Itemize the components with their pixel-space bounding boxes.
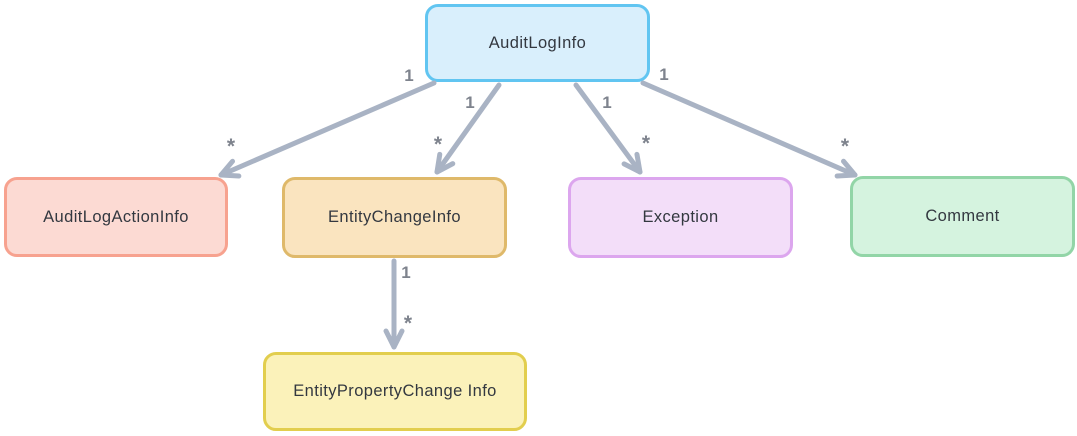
- edge-target-multiplicity: *: [642, 132, 651, 155]
- node-label: AuditLogActionInfo: [43, 207, 189, 226]
- edge-source-multiplicity: 1: [602, 93, 611, 112]
- edge-auditloginfo-comment: [640, 80, 858, 179]
- node-label: EntityPropertyChange Info: [293, 382, 497, 400]
- edge-source-multiplicity: 1: [404, 66, 413, 85]
- node-label: Comment: [925, 207, 1000, 225]
- node-entity-property-change-info: EntityPropertyChange Info: [263, 352, 527, 431]
- edge-source-multiplicity: 1: [659, 65, 668, 84]
- edge-source-multiplicity: 1: [465, 93, 474, 112]
- edge-source-multiplicity: 1: [401, 263, 410, 282]
- edge-auditloginfo-entitychangeinfo: [434, 82, 502, 175]
- edge-target-multiplicity: *: [841, 135, 850, 158]
- edge-target-multiplicity: *: [227, 135, 236, 158]
- node-entity-change-info: EntityChangeInfo: [282, 177, 507, 258]
- edge-auditloginfo-exception: [573, 82, 643, 175]
- node-comment: Comment: [850, 176, 1075, 257]
- edge-target-multiplicity: *: [434, 133, 443, 156]
- node-label: EntityChangeInfo: [328, 208, 461, 226]
- edge-auditloginfo-auditlogactioninfo: [218, 80, 437, 179]
- node-audit-log-action-info: AuditLogActionInfo: [4, 177, 228, 257]
- node-label: AuditLogInfo: [488, 33, 587, 52]
- edge-target-multiplicity: *: [404, 312, 413, 335]
- node-exception: Exception: [568, 177, 793, 258]
- node-audit-log-info: AuditLogInfo: [425, 4, 650, 82]
- node-label: Exception: [642, 208, 719, 226]
